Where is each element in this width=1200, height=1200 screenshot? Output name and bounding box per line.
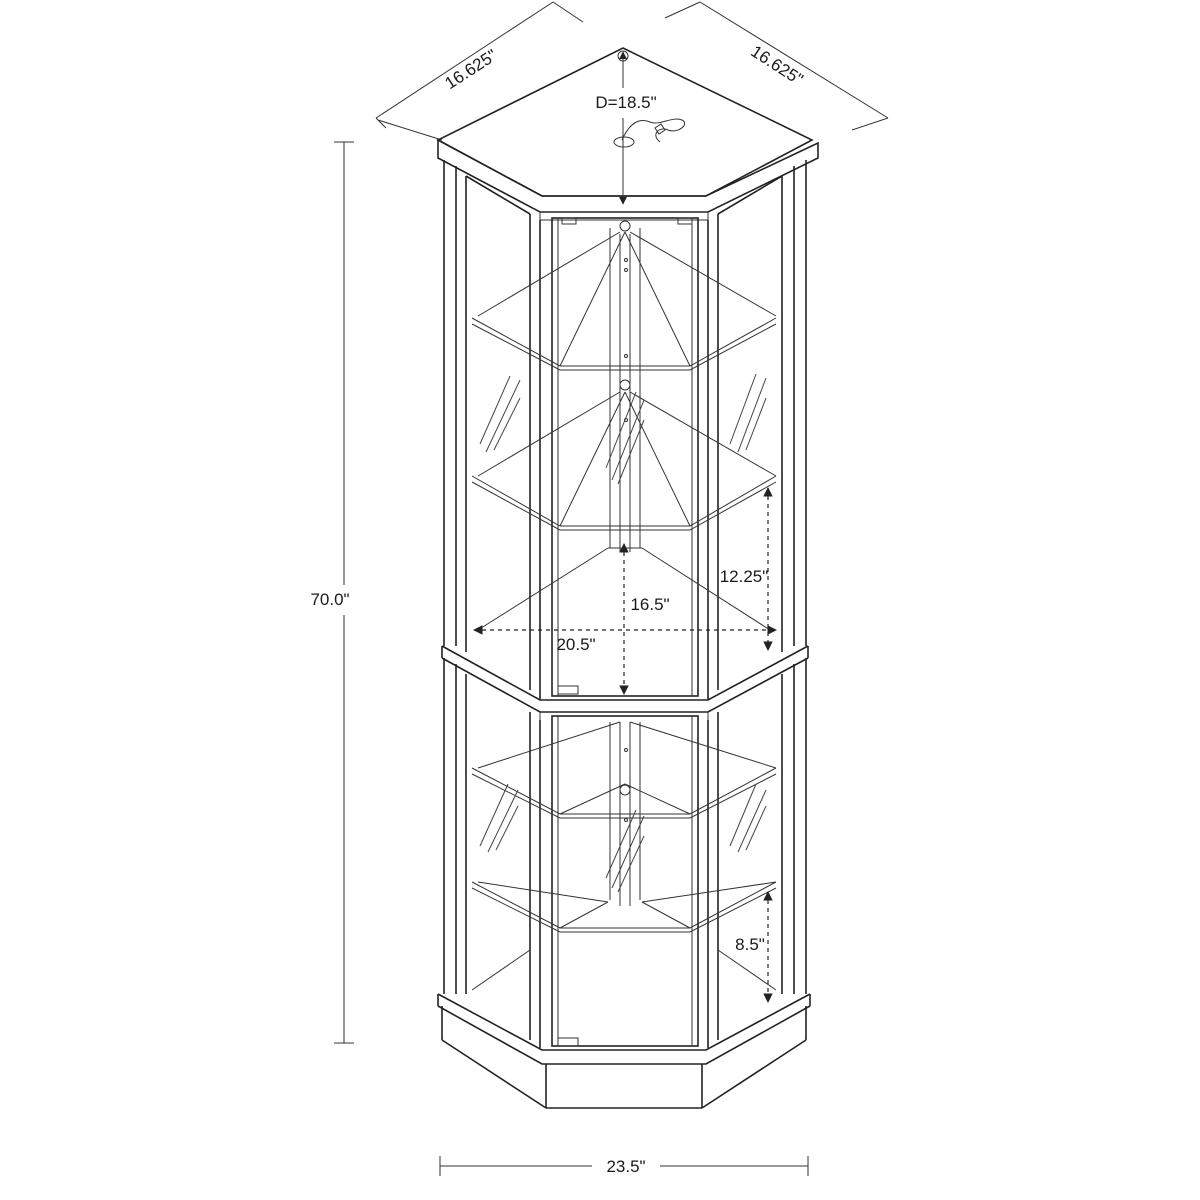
lower-cabinet (443, 658, 807, 1048)
shelf-spacing-lower-label: 8.5" (735, 935, 765, 954)
depth-label: 16.5" (630, 595, 669, 614)
top-diameter-dimension: D=18.5" (595, 51, 657, 205)
cabinet-middle-band (441, 645, 809, 720)
width-inner-label: 20.5" (556, 635, 595, 654)
shelf-spacing-lower-dimension: 8.5" (735, 891, 773, 1003)
overall-height-label: 70.0" (310, 590, 349, 609)
top-right-dimension-label: 16.625" (747, 42, 806, 90)
overall-height-dimension: 70.0" (310, 141, 354, 1044)
top-right-dimension: 16.625" (664, 1, 889, 131)
top-diameter-label: D=18.5" (595, 93, 656, 112)
cabinet-top (436, 47, 819, 221)
overall-width-dimension: 23.5" (439, 1156, 809, 1176)
upper-cabinet (443, 160, 807, 700)
width-inner-dimension: 20.5" (473, 625, 777, 654)
shelf-spacing-upper-label: 12.25" (720, 567, 769, 586)
depth-dimension: 16.5" (619, 543, 670, 695)
shelf-spacing-upper-dimension: 12.25" (720, 487, 773, 651)
overall-width-label: 23.5" (606, 1157, 645, 1176)
cabinet-base (437, 993, 811, 1109)
power-cord-icon (621, 118, 686, 143)
